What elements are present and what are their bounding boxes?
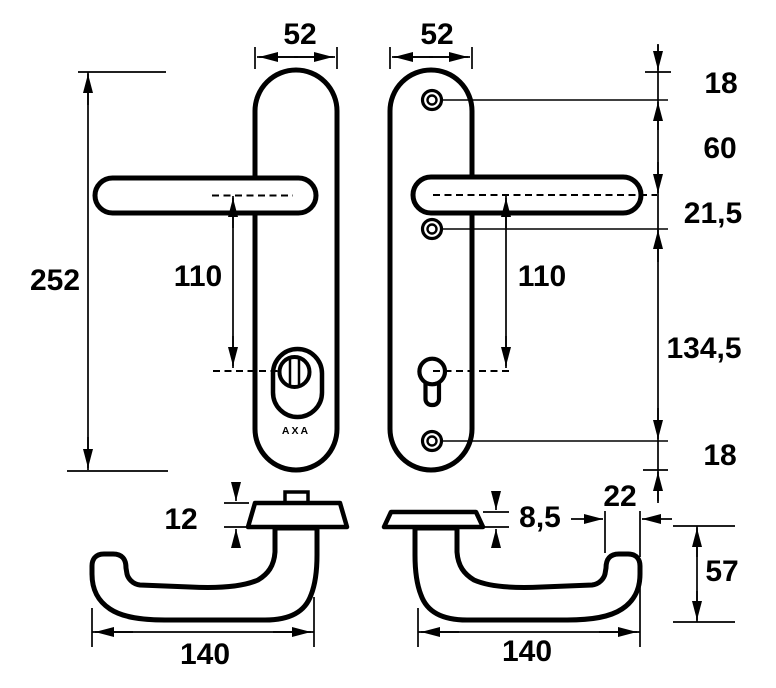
dim-label-screw1-to-cl: 60: [703, 132, 737, 165]
handle-profile-left: [89, 525, 320, 623]
dim-label-rose-thickness-left: 12: [164, 503, 198, 536]
dim-label-handle-length-left: 140: [179, 638, 231, 671]
dim-label-plate-width-right: 52: [420, 18, 454, 51]
side-view-left: [89, 490, 350, 623]
dim-label-screw2-to-screw3: 134,5: [666, 332, 742, 365]
rose-profile-right: [381, 509, 486, 530]
screw-hole-bottom-inner: [426, 435, 438, 447]
dim-label-110-left: 110: [173, 260, 223, 293]
euro-keyhole-circle: [417, 356, 448, 387]
side-view-right: [381, 509, 643, 623]
front-view-left: [92, 67, 340, 473]
cylinder-core: [277, 355, 312, 389]
screw-hole-middle-inner: [426, 223, 438, 235]
dimension-annotations: [67, 44, 735, 647]
rose-profile-left: [245, 500, 350, 530]
brand-label: AXA: [281, 425, 311, 437]
dim-label-handle-drop: 57: [705, 555, 739, 588]
dim-label-screw3-to-bottom: 18: [703, 439, 737, 472]
dim-label-handle-length-right: 140: [501, 635, 553, 668]
dim-label-grip-end-width: 22: [603, 480, 637, 513]
dim-label-top-to-screw1: 18: [704, 67, 738, 100]
handle-lever-left: [92, 175, 319, 216]
dim-label-plate-width-left: 52: [283, 18, 317, 51]
backplate-right-outline: [387, 67, 475, 473]
dim-label-plate-height: 252: [29, 264, 81, 297]
dim-label-cl-to-screw2: 21,5: [683, 197, 743, 230]
screw-hole-top-inner: [426, 94, 438, 106]
dim-label-rose-thickness-right: 8,5: [519, 501, 561, 534]
handle-profile-right: [412, 525, 643, 623]
dim-label-110-right: 110: [517, 260, 567, 293]
